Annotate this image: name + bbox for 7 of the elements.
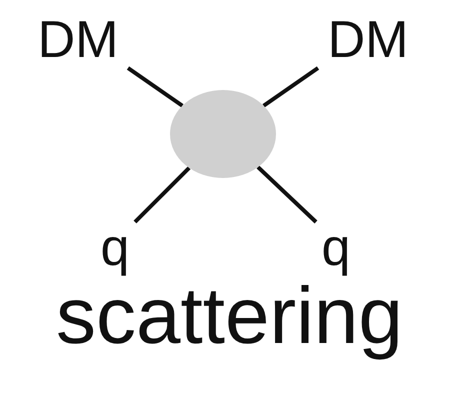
line [262,66,320,108]
particle-label: DM [326,14,410,66]
particle-label: DM [36,14,120,66]
line [126,66,184,108]
line [256,166,318,224]
particle-label: q [320,222,352,274]
line [134,166,191,224]
